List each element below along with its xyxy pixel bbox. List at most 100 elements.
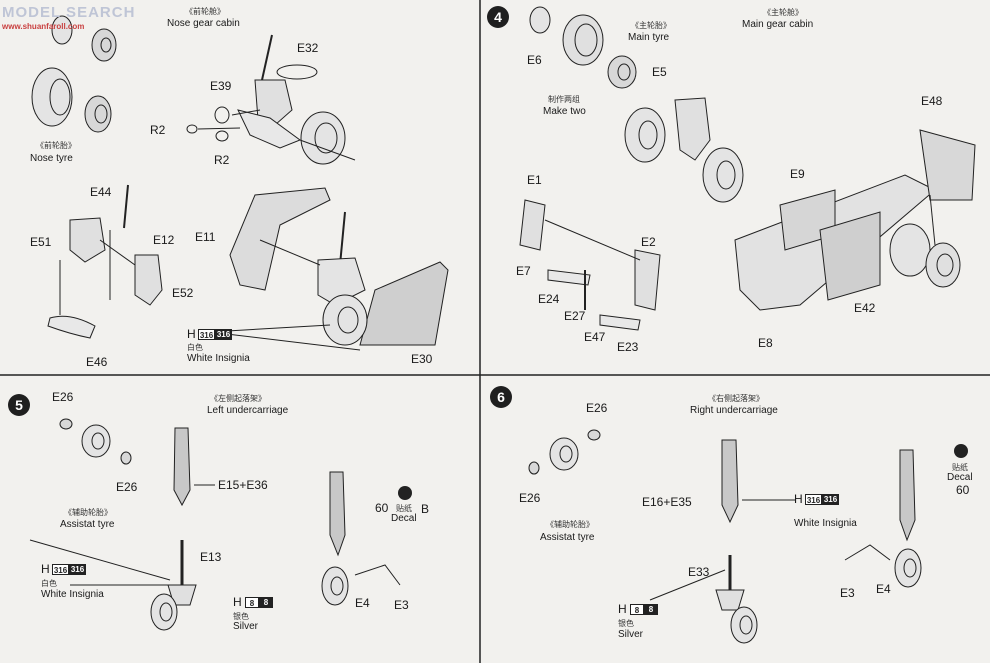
main-gear-cabin-drawing bbox=[734, 129, 976, 311]
right-undercarriage-title-cn: 《右侧起落架》 bbox=[708, 394, 764, 403]
part-label: E42 bbox=[854, 301, 876, 315]
part-label: E7 bbox=[516, 264, 531, 278]
paint-number: 316 bbox=[198, 329, 215, 340]
part-label: R2 bbox=[150, 123, 166, 137]
watermark-brand: MODEL SEARCH bbox=[2, 4, 136, 21]
decal-label-cn: 贴纸 bbox=[952, 463, 968, 472]
nose-gear-cabin-title: Nose gear cabin bbox=[167, 18, 240, 29]
part-label: E51 bbox=[30, 235, 52, 249]
part-label: E24 bbox=[538, 292, 560, 306]
part-label: E6 bbox=[527, 53, 542, 67]
part-label: E47 bbox=[584, 330, 606, 344]
left-undercarriage-drawing bbox=[29, 427, 401, 631]
part-label: E52 bbox=[172, 286, 194, 300]
paint-name: Silver bbox=[233, 621, 259, 632]
paint-number: 8 bbox=[245, 597, 259, 608]
paint-name: White Insignia bbox=[41, 589, 104, 600]
part-label: E26 bbox=[519, 491, 541, 505]
step-badge-5: 5 bbox=[8, 394, 30, 416]
part-label: E48 bbox=[921, 94, 943, 108]
decal-number: 60 bbox=[956, 483, 970, 497]
part-label: E4 bbox=[355, 596, 370, 610]
paint-number: 316 bbox=[52, 564, 69, 575]
paint-number: 8 bbox=[644, 604, 658, 615]
main-gear-cabin-title: Main gear cabin bbox=[742, 19, 814, 30]
assist-tyre-title: Assistat tyre bbox=[60, 519, 115, 530]
step-badge-6: 6 bbox=[490, 386, 512, 408]
part-label: E46 bbox=[86, 355, 108, 369]
step-badge-4: 4 bbox=[487, 6, 509, 28]
part-label: E32 bbox=[297, 41, 319, 55]
part-label: E3 bbox=[840, 586, 855, 600]
nose-tyre-title: Nose tyre bbox=[30, 153, 73, 164]
nose-gear-cabin-box-drawing bbox=[209, 187, 449, 351]
part-label: E13 bbox=[200, 550, 222, 564]
part-label: R2 bbox=[214, 153, 230, 167]
paint-code: H bbox=[41, 562, 50, 576]
make-two-cn: 制作两组 bbox=[548, 95, 580, 104]
main-tyre-title: Main tyre bbox=[628, 32, 670, 43]
paint-code: H bbox=[187, 327, 196, 341]
paint-number: 316 bbox=[805, 494, 822, 505]
assist-tyre-title-cn: 《辅助轮胎》 bbox=[546, 520, 594, 529]
watermark-site: www.shuanfaroll.com bbox=[2, 22, 85, 31]
main-gear-cabin-title-cn: 《主轮舱》 bbox=[763, 8, 803, 17]
nose-tyre-drawing bbox=[31, 15, 117, 133]
main-strut-pair-drawing bbox=[624, 97, 744, 203]
right-undercarriage-title: Right undercarriage bbox=[690, 405, 778, 416]
decal-label: Decal bbox=[947, 472, 973, 483]
part-label: E12 bbox=[153, 233, 175, 247]
part-label: E5 bbox=[652, 65, 667, 79]
paint-code: H bbox=[618, 602, 627, 616]
assist-tyre-right-drawing bbox=[528, 429, 601, 475]
part-label: E3 bbox=[394, 598, 409, 612]
part-label: E27 bbox=[564, 309, 586, 323]
left-undercarriage-title-cn: 《左侧起落架》 bbox=[210, 394, 266, 403]
decal-label-cn: 贴纸 bbox=[396, 504, 412, 513]
make-two: Make two bbox=[543, 106, 586, 117]
part-label: E15+E36 bbox=[218, 478, 268, 492]
part-label: E2 bbox=[641, 235, 656, 249]
part-label: E39 bbox=[210, 79, 232, 93]
main-strut-parts-drawing bbox=[519, 199, 661, 331]
paint-number: 316 bbox=[69, 564, 86, 575]
paint-number: 8 bbox=[259, 597, 273, 608]
paint-name: Silver bbox=[618, 629, 644, 640]
assist-tyre-title-cn: 《辅助轮胎》 bbox=[64, 508, 112, 517]
part-label: E16+E35 bbox=[642, 495, 692, 509]
main-tyre-title-cn: 《主轮胎》 bbox=[631, 21, 671, 30]
paint-number: 316 bbox=[215, 329, 232, 340]
nose-gear-cabin-title-cn: 《前轮舱》 bbox=[185, 7, 225, 16]
part-label: E8 bbox=[758, 336, 773, 350]
part-label: E30 bbox=[411, 352, 433, 366]
nose-gear-cabin-strut-drawing bbox=[186, 34, 356, 165]
part-label: E9 bbox=[790, 167, 805, 181]
paint-number: 8 bbox=[630, 604, 644, 615]
paint-name-cn: 银色 bbox=[618, 619, 634, 628]
part-label: E44 bbox=[90, 185, 112, 199]
part-label: E4 bbox=[876, 582, 891, 596]
assist-tyre-left-drawing bbox=[59, 418, 132, 465]
decal-icon bbox=[398, 486, 412, 500]
right-undercarriage-drawing bbox=[649, 439, 922, 644]
part-label: E26 bbox=[586, 401, 608, 415]
assist-tyre-title: Assistat tyre bbox=[540, 532, 595, 543]
paint-number: 316 bbox=[822, 494, 839, 505]
paint-name-cn: 白色 bbox=[187, 343, 203, 352]
part-label: E33 bbox=[688, 565, 710, 579]
part-label: E11 bbox=[195, 230, 216, 244]
paint-code: H bbox=[233, 595, 242, 609]
decal-sheet: B bbox=[421, 502, 430, 516]
paint-name: White Insignia bbox=[187, 353, 250, 364]
decal-icon bbox=[954, 444, 968, 458]
decal-number: 60 bbox=[375, 501, 389, 515]
strut-assembly-left-drawing bbox=[47, 184, 163, 339]
part-label: E26 bbox=[116, 480, 138, 494]
paint-name-cn: 白色 bbox=[41, 579, 57, 588]
decal-label: Decal bbox=[391, 513, 417, 524]
nose-tyre-title-cn: 《前轮胎》 bbox=[36, 141, 76, 150]
part-label: E1 bbox=[527, 173, 542, 187]
left-undercarriage-title: Left undercarriage bbox=[207, 405, 289, 416]
